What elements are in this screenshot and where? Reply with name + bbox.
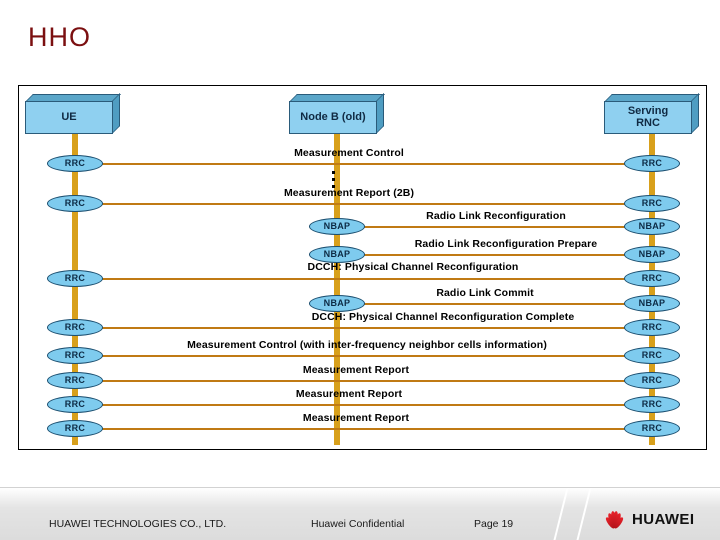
lifeline-rnc (649, 133, 655, 445)
protocol-oval-rrc: RRC (47, 194, 103, 212)
message-label: Radio Link Commit (436, 287, 534, 299)
protocol-oval-rrc: RRC (624, 419, 680, 437)
message-arrow-line (72, 163, 649, 165)
protocol-oval-rrc: RRC (47, 346, 103, 364)
actor-box-rnc: Serving RNC (604, 93, 700, 134)
protocol-oval-nbap: NBAP (309, 245, 365, 263)
box-side-face (691, 93, 699, 134)
protocol-oval-rrc: RRC (624, 318, 680, 336)
protocol-oval-rrc: RRC (624, 154, 680, 172)
lifeline-nodeb (334, 133, 340, 445)
protocol-oval-rrc: RRC (624, 194, 680, 212)
message-label: Measurement Report (302, 412, 410, 424)
lifeline-ue (72, 133, 78, 445)
message-label: Measurement Report (295, 388, 403, 400)
protocol-oval-rrc: RRC (47, 371, 103, 389)
protocol-oval-nbap: NBAP (624, 217, 680, 235)
message-arrow-line (72, 404, 649, 406)
protocol-oval-rrc: RRC (624, 346, 680, 364)
message-arrow-line (334, 254, 649, 256)
slide-footer: HUAWEI TECHNOLOGIES CO., LTD. Huawei Con… (0, 487, 720, 540)
actor-label-rnc-line2: RNC (636, 116, 660, 129)
page-title: HHO (28, 22, 91, 52)
message-arrow-line (72, 278, 649, 280)
huawei-flower-icon (601, 510, 627, 530)
message-arrow-line (72, 327, 649, 329)
protocol-oval-rrc: RRC (47, 154, 103, 172)
box-side-face (376, 93, 384, 134)
box-side-face (112, 93, 120, 134)
message-label: DCCH: Physical Channel Reconfiguration C… (311, 311, 575, 323)
message-arrow-line (72, 380, 649, 382)
footer-page-number: Page 19 (474, 518, 514, 530)
actor-label-rnc-line1: Serving (627, 104, 669, 117)
message-arrow-line (334, 226, 649, 228)
protocol-oval-nbap: NBAP (624, 245, 680, 263)
protocol-oval-nbap: NBAP (309, 217, 365, 235)
message-label: Measurement Control (294, 147, 404, 159)
actor-label-rnc: Serving RNC (604, 101, 692, 134)
sequence-diagram: UE Node B (old) Serving RNC Measurement … (18, 85, 707, 450)
protocol-oval-nbap: NBAP (309, 294, 365, 312)
message-label: Measurement Report (302, 364, 410, 376)
huawei-wordmark: HUAWEI (632, 510, 695, 528)
footer-slash-decoration (553, 488, 569, 540)
protocol-oval-rrc: RRC (47, 395, 103, 413)
message-arrow-line (72, 428, 649, 430)
footer-company: HUAWEI TECHNOLOGIES CO., LTD. (49, 518, 227, 530)
protocol-oval-rrc: RRC (47, 419, 103, 437)
footer-slash-decoration-2 (576, 488, 592, 540)
message-label: Radio Link Reconfiguration (426, 210, 566, 222)
message-arrow-line (72, 355, 649, 357)
message-label: Measurement Control (with inter-frequenc… (187, 339, 547, 351)
protocol-oval-rrc: RRC (624, 269, 680, 287)
protocol-oval-rrc: RRC (47, 269, 103, 287)
protocol-oval-rrc: RRC (624, 371, 680, 389)
protocol-oval-rrc: RRC (624, 395, 680, 413)
message-arrow-line (334, 303, 649, 305)
actor-box-ue: UE (25, 93, 121, 134)
actor-label-nodeb: Node B (old) (289, 101, 377, 134)
vertical-ellipsis-icon (332, 171, 336, 192)
message-label: Radio Link Reconfiguration Prepare (414, 238, 598, 250)
protocol-oval-rrc: RRC (47, 318, 103, 336)
message-label: Measurement Report (2B) (283, 187, 415, 199)
message-label: DCCH: Physical Channel Reconfiguration (307, 261, 519, 273)
protocol-oval-nbap: NBAP (624, 294, 680, 312)
message-arrow-line (72, 203, 649, 205)
footer-confidential: Huawei Confidential (311, 518, 405, 530)
huawei-logo: HUAWEI (601, 510, 695, 530)
actor-box-nodeb: Node B (old) (289, 93, 385, 134)
actor-label-ue: UE (25, 101, 113, 134)
